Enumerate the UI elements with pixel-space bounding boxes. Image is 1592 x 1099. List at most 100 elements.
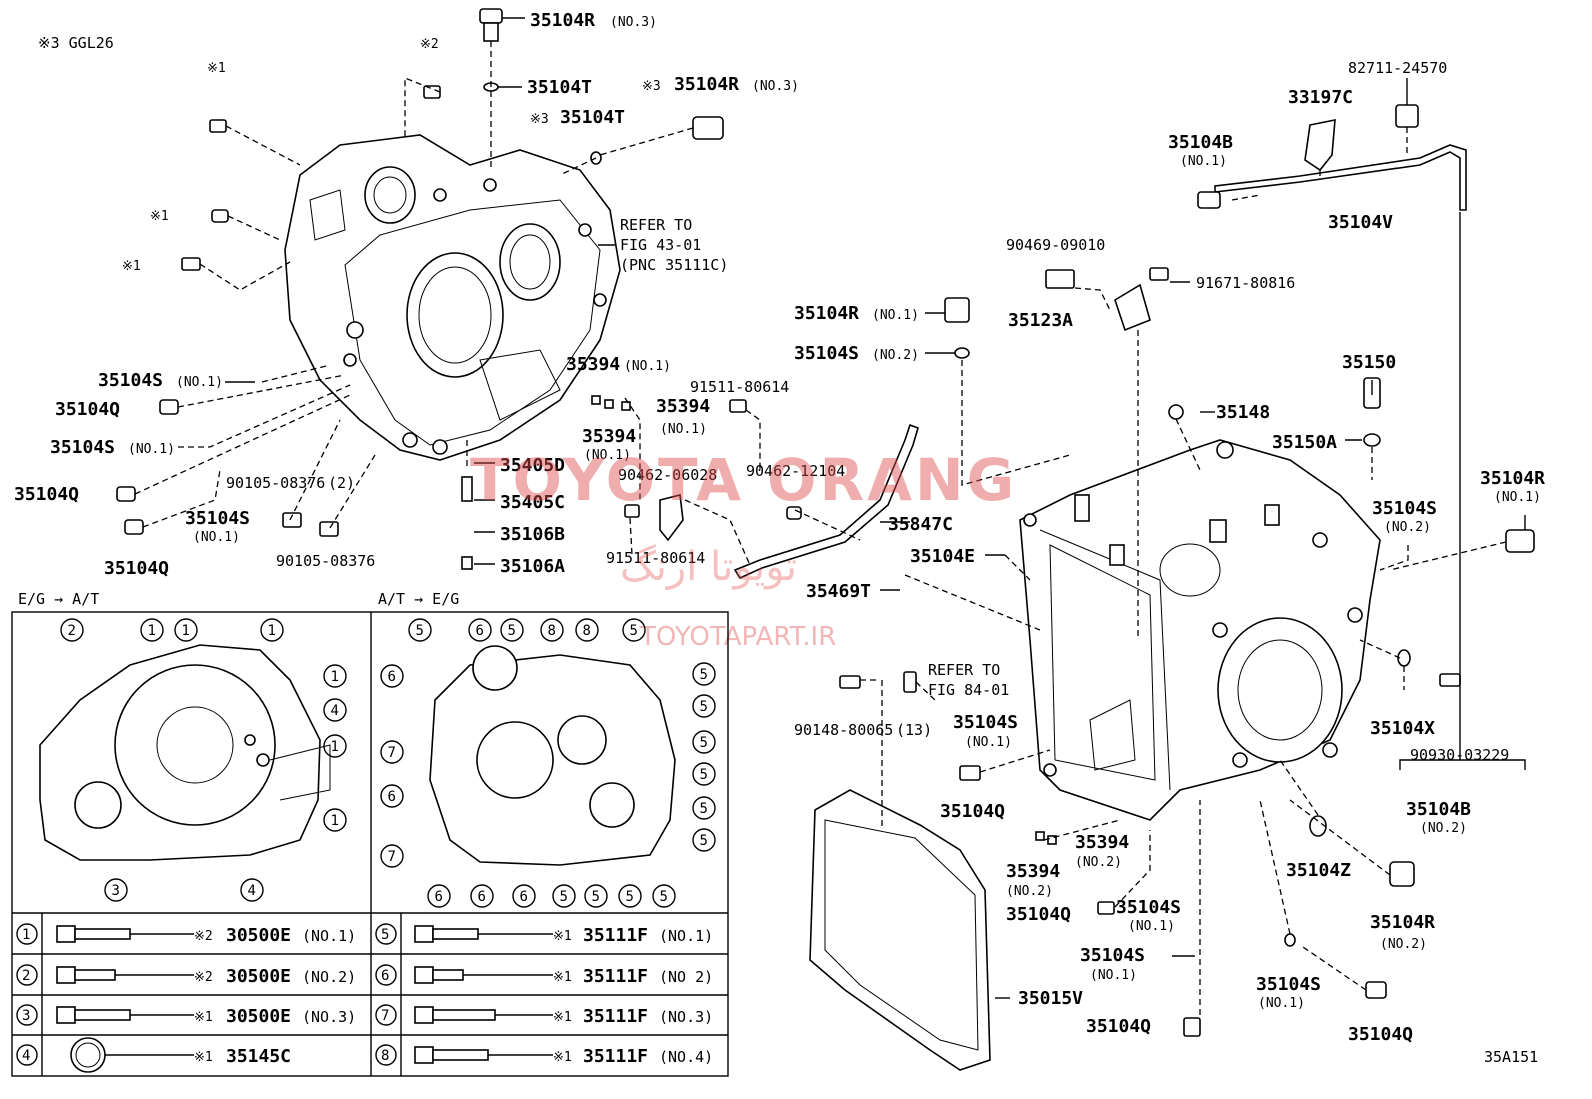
at-eg-number-16: 6 [435,889,443,905]
callout-35104R-no2: 35104R(NO.2) [1370,912,1435,952]
svg-text:90148-80065: 90148-80065 [794,721,893,739]
svg-text:(NO.3): (NO.3) [752,79,799,94]
at-eg-marker-13 [380,844,404,868]
svg-text:35104Q: 35104Q [1348,1024,1413,1045]
svg-text:35104Q: 35104Q [940,801,1005,822]
eg-at-number-5: 4 [331,703,339,719]
svg-text:3: 3 [22,1008,30,1024]
eg-at-marker-3 [260,618,284,642]
callout-35104Z: 35104Z [1286,860,1351,881]
at-eg-number-17: 6 [478,889,486,905]
svg-text:35106B: 35106B [500,524,565,545]
svg-text:※1: ※1 [553,1010,572,1025]
svg-text:35104T: 35104T [527,77,592,98]
callout-35104B-no2: 35104B(NO.2) [1406,799,1471,836]
at-eg-marker-1 [468,618,492,642]
svg-text:35104S: 35104S [98,370,163,391]
model-note: ※3 GGL26 [38,34,114,52]
callout-91511-80614-a: 91511-80614 [690,378,789,396]
svg-text:(NO.1): (NO.1) [624,359,671,374]
svg-text:90105-08376: 90105-08376 [226,474,325,492]
callout-35104R-no3-top: 35104R(NO.3) [530,10,657,31]
svg-text:35104S: 35104S [794,343,859,364]
svg-text:REFER TO: REFER TO [620,216,692,234]
callout-90148-80065-13: 90148-80065(13) [794,721,932,739]
at-eg-number-13: 7 [388,849,396,865]
callout-35104S-no2-right: 35104S(NO.2) [1372,498,1437,535]
eg-at-marker-5 [323,698,347,722]
callout-35148: 35148 [1216,402,1270,423]
svg-text:35111F: 35111F [583,925,648,946]
svg-text:35111F: 35111F [583,1006,648,1027]
svg-text:(NO.1): (NO.1) [965,735,1012,750]
svg-text:6: 6 [381,968,389,984]
at-eg-marker-17 [470,884,494,908]
svg-text:FIG 84-01: FIG 84-01 [928,681,1009,699]
svg-text:(NO.1): (NO.1) [302,927,356,945]
svg-text:(NO.1): (NO.1) [1128,919,1175,934]
callout-35104Q-c2: 35104Q [1006,904,1071,925]
callout-90105-08376-2: 90105-08376(2) [226,474,355,492]
svg-text:※1: ※1 [553,970,572,985]
filler-tube [733,423,919,580]
svg-text:※1: ※1 [553,929,572,944]
svg-text:35123A: 35123A [1008,310,1073,331]
svg-text:35104X: 35104X [1370,718,1435,739]
eg-at-marker-8 [104,878,128,902]
svg-text:8: 8 [381,1048,389,1064]
eg-at-number-7: 1 [331,813,339,829]
svg-text:(NO.3): (NO.3) [610,15,657,30]
svg-text:91671-80816: 91671-80816 [1196,274,1295,292]
svg-text:(NO.1): (NO.1) [193,530,240,545]
svg-text:※2: ※2 [420,37,439,52]
eg-at-number-8: 3 [112,883,120,899]
callout-35104S-no1-c1: 35104S(NO.1) [953,712,1018,750]
eg-at-number-0: 2 [68,623,76,639]
svg-text:35104B: 35104B [1168,132,1233,153]
at-eg-number-19: 5 [560,889,568,905]
refer-note-fig43: REFER TO FIG 43-01 (PNC 35111C) [620,216,728,274]
svg-text:35111F: 35111F [583,1046,648,1067]
legend-row-2: 2 ※2 30500E (NO.2) [16,964,356,987]
callout-35104S-no1-c2: 35104S(NO.1) [1116,897,1181,934]
callout-35123A: 35123A [1008,310,1073,331]
svg-text:(NO.2): (NO.2) [302,968,356,986]
at-eg-number-3: 8 [548,623,556,639]
legend-row-1: 1 ※2 30500E (NO.1) [16,923,356,946]
svg-text:35104Q: 35104Q [1086,1016,1151,1037]
at-eg-marker-12 [692,762,716,786]
svg-text:91511-80614: 91511-80614 [606,549,705,567]
at-eg-marker-19 [552,884,576,908]
callout-82711-24570: 82711-24570 [1348,59,1447,77]
svg-text:35405D: 35405D [500,455,565,476]
svg-text:(NO.1): (NO.1) [1180,154,1227,169]
svg-text:35111F: 35111F [583,966,648,987]
at-eg-marker-21 [618,884,642,908]
callout-35015V: 35015V [1018,988,1083,1009]
leader-lines [134,17,1526,1015]
at-eg-number-11: 6 [388,789,396,805]
svg-text:(NO.2): (NO.2) [872,348,919,363]
callout-90930-03229: 90930-03229 [1410,746,1509,764]
callout-35394-b: 35394 [656,396,710,417]
at-eg-marker-20 [584,884,608,908]
svg-text:تویوتا ارنگ: تویوتا ارنگ [620,544,797,590]
callout-90105-08376: 90105-08376 [276,552,375,570]
eg-at-number-6: 1 [331,739,339,755]
svg-text:35104S: 35104S [1080,945,1145,966]
at-eg-number-21: 5 [626,889,634,905]
svg-text:REFER TO: REFER TO [928,661,1000,679]
watermark: TOYOTA ORANG تویوتا ارنگ TOYOTAPART.IR [470,446,1014,652]
eg-at-marker-4 [323,664,347,688]
svg-text:(NO.4): (NO.4) [659,1048,713,1066]
svg-text:35104Z: 35104Z [1286,860,1351,881]
callout-35104B-no1: 35104B(NO.1) [1168,132,1233,169]
svg-text:35104S: 35104S [1256,974,1321,995]
bolt-location-views: E/G → A/T A/T → E/G [11,590,729,1077]
svg-text:35469T: 35469T [806,581,871,602]
svg-text:91511-80614: 91511-80614 [690,378,789,396]
callout-35394-no1-c: 35394(NO.1) [582,426,636,463]
